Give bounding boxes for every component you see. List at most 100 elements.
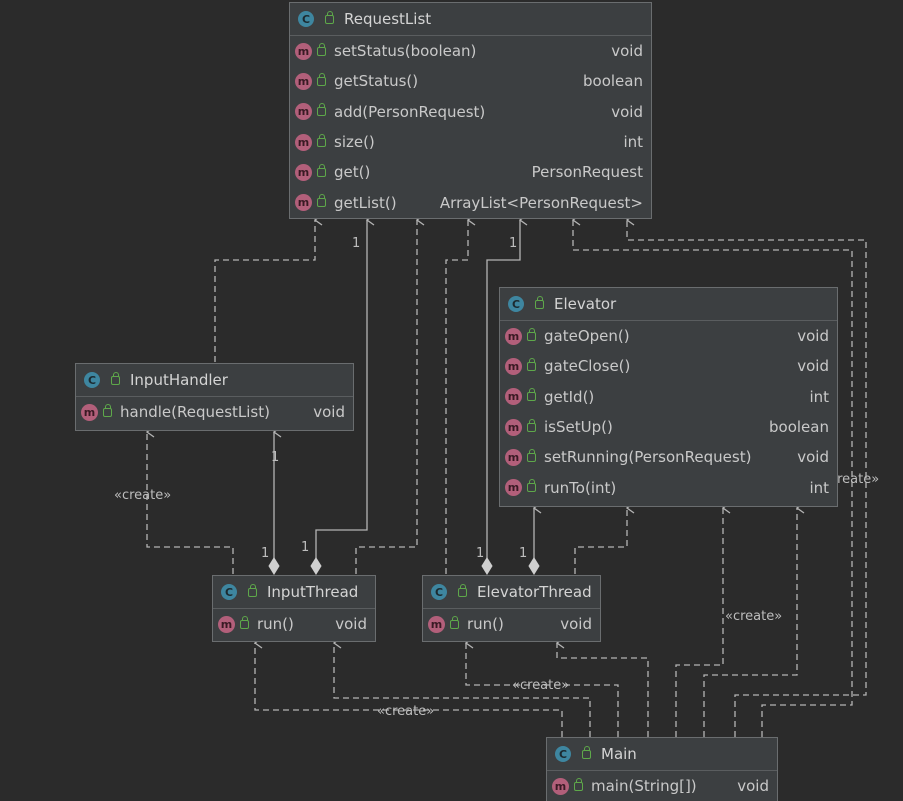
public-lock-icon <box>535 295 544 309</box>
return-type: void <box>611 102 643 121</box>
return-type: boolean <box>769 418 829 437</box>
return-type: PersonRequest <box>531 163 643 182</box>
multiplicity-label: 1 <box>261 546 270 561</box>
method-name: run() <box>257 615 294 634</box>
edge-inputthread-requestlist-assoc <box>315 220 367 558</box>
method-row[interactable]: m handle(RequestList) void <box>76 397 353 427</box>
method-name: setStatus(boolean) <box>334 42 477 61</box>
multiplicity-label: 1 <box>519 546 528 561</box>
method-name: add(PersonRequest) <box>334 102 486 121</box>
method-icon: m <box>505 418 522 436</box>
public-lock-icon <box>527 418 536 432</box>
multiplicity-label: 1 <box>301 540 310 555</box>
class-header: C Main <box>547 738 777 771</box>
method-name: runTo(int) <box>544 478 617 497</box>
return-type: void <box>797 448 829 467</box>
edge-elevatorthread-requestlist-assoc <box>486 220 520 558</box>
public-lock-icon <box>574 777 583 791</box>
edge-main-inputthread-dep <box>334 643 591 737</box>
method-name: gateOpen() <box>544 327 630 346</box>
edge-main-elevatorthread-dep <box>557 643 649 737</box>
diamond-elevatorthread-elevator <box>528 557 540 575</box>
edge-main-requestlist-2 <box>627 220 867 737</box>
method-icon: m <box>81 403 98 421</box>
public-lock-icon <box>527 357 536 371</box>
class-header: C Elevator <box>500 288 837 321</box>
class-icon: C <box>508 296 524 312</box>
multiplicity-label: 1 <box>271 450 280 465</box>
runnable-class-icon: C <box>555 746 571 762</box>
diamond-inputthread-requestlist <box>310 557 322 575</box>
public-lock-icon <box>458 583 467 597</box>
class-input-handler[interactable]: C InputHandler m handle(RequestList) void <box>75 363 354 431</box>
edge-main-inputthread-create <box>255 643 563 737</box>
return-type: ArrayList<PersonRequest> <box>439 193 643 212</box>
method-icon: m <box>505 479 522 497</box>
return-type: boolean <box>583 72 643 91</box>
multiplicity-label: 1 <box>352 236 361 251</box>
method-name: setRunning(PersonRequest) <box>544 448 752 467</box>
return-type: void <box>797 357 829 376</box>
public-lock-icon <box>582 745 591 759</box>
method-row[interactable]: m isSetUp() boolean <box>500 412 837 442</box>
create-label: «create» <box>114 488 172 503</box>
public-lock-icon <box>103 403 112 417</box>
public-lock-icon <box>325 10 334 24</box>
public-lock-icon <box>317 163 326 177</box>
method-icon: m <box>505 357 522 375</box>
public-lock-icon <box>317 194 326 208</box>
method-name: gateClose() <box>544 357 631 376</box>
public-lock-icon <box>111 371 120 385</box>
return-type: void <box>313 403 345 422</box>
class-header: C InputThread <box>213 576 375 609</box>
method-name: run() <box>467 615 504 634</box>
method-icon: m <box>295 103 312 121</box>
class-header: C ElevatorThread <box>423 576 600 609</box>
method-row[interactable]: m add(PersonRequest) void <box>290 97 651 127</box>
return-type: void <box>611 42 643 61</box>
class-icon: C <box>84 372 100 388</box>
edge-main-requestlist-1 <box>573 220 853 737</box>
class-header: C RequestList <box>290 3 651 36</box>
method-name: isSetUp() <box>544 418 613 437</box>
method-row[interactable]: m gateClose() void <box>500 351 837 381</box>
class-name: Elevator <box>554 295 617 313</box>
edge-main-elevatorthread-create <box>466 643 619 737</box>
method-name: size() <box>334 133 375 152</box>
method-name: main(String[]) <box>591 777 697 796</box>
class-elevator[interactable]: C Elevator m gateOpen() void m gateClose() v… <box>499 287 838 507</box>
multiplicity-label: 1 <box>476 546 485 561</box>
multiplicity-label: 1 <box>509 236 518 251</box>
public-lock-icon <box>248 583 257 597</box>
public-lock-icon <box>317 72 326 86</box>
public-lock-icon <box>527 479 536 493</box>
public-lock-icon <box>527 327 536 341</box>
class-name: InputThread <box>267 583 359 601</box>
class-icon: C <box>298 11 314 27</box>
class-header: C InputHandler <box>76 364 353 397</box>
public-lock-icon <box>317 133 326 147</box>
method-icon: m <box>295 133 312 151</box>
method-icon: m <box>505 388 522 406</box>
method-icon: m <box>295 194 312 212</box>
method-name: handle(RequestList) <box>120 403 270 422</box>
edge-main-elevator-create-2 <box>703 508 797 737</box>
class-icon: C <box>431 584 447 600</box>
return-type: void <box>797 327 829 346</box>
